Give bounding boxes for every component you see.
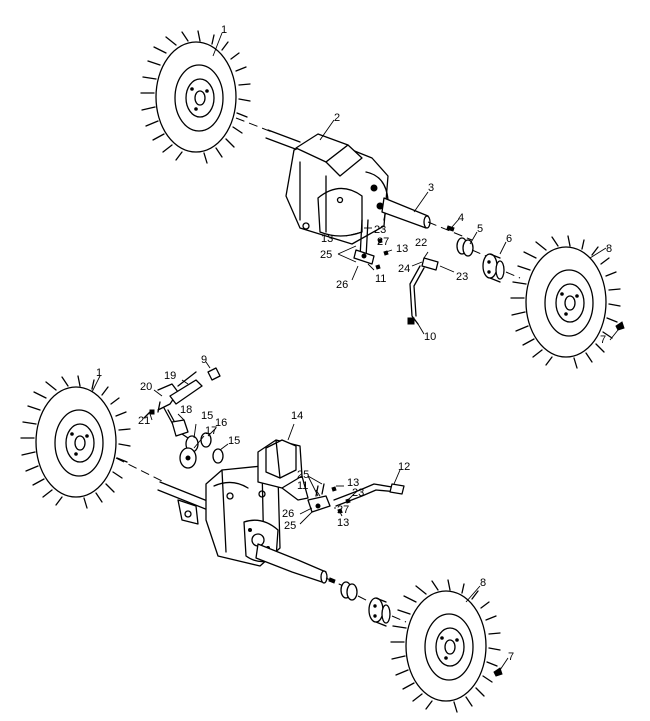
bottom-label-23: 23	[352, 487, 364, 499]
top-label-10: 10	[424, 331, 436, 343]
bottom-label-7: 7	[508, 651, 514, 663]
top-axle-centerline-left	[235, 117, 273, 133]
bottom-washers	[179, 432, 224, 469]
top-label-13a: 13	[321, 233, 333, 245]
bottom-linkage	[143, 367, 221, 439]
bottom-label-12: 12	[398, 461, 410, 473]
bottom-label-11: 11	[297, 480, 308, 492]
top-label-4: 4	[458, 212, 464, 224]
bottom-key	[328, 577, 336, 584]
bottom-shift-fork	[307, 483, 351, 514]
bottom-label-9: 9	[201, 354, 207, 366]
bottom-label-25b: 25	[284, 520, 296, 532]
bottom-spacer	[340, 581, 358, 601]
top-label-26: 26	[336, 279, 348, 291]
top-label-11: 11	[375, 273, 386, 285]
top-label-6: 6	[506, 233, 512, 245]
top-spacer	[456, 237, 474, 257]
top-shift-lever	[407, 257, 439, 325]
top-left-axle-tube	[265, 129, 301, 151]
bottom-label-26: 26	[282, 508, 294, 520]
bottom-label-16: 16	[215, 417, 227, 429]
top-label-22: 22	[415, 237, 427, 249]
top-wheel-hub	[482, 253, 505, 283]
bottom-wheel-hub	[368, 597, 391, 627]
top-left-wheel	[140, 30, 251, 164]
top-label-23b: 23	[456, 271, 468, 283]
bottom-label-1: 1	[96, 367, 102, 379]
top-wheel-bolt	[615, 321, 625, 331]
top-gearbox-housing	[285, 133, 389, 245]
bottom-label-19: 19	[164, 370, 176, 382]
top-label-24: 24	[398, 263, 410, 275]
top-label-23a: 23	[374, 224, 386, 236]
top-right-wheel	[510, 235, 621, 369]
bottom-label-25a: 25	[297, 469, 309, 481]
top-assembly: 1 2 3 4 5 6 8 7 10 13 23 27 13 25 11 26 …	[140, 24, 625, 369]
top-label-2: 2	[334, 112, 340, 124]
bottom-gearbox-housing	[205, 465, 281, 567]
top-label-27: 27	[377, 236, 389, 248]
top-shift-fork	[353, 219, 389, 270]
top-axle-centerline-right	[427, 221, 473, 241]
bottom-right-wheel	[390, 579, 501, 713]
bottom-label-18: 18	[180, 404, 192, 416]
bottom-label-14: 14	[291, 410, 303, 422]
bottom-label-15a: 15	[201, 410, 213, 422]
bottom-right-axle-shaft	[255, 543, 327, 583]
top-label-25: 25	[320, 249, 332, 261]
bottom-label-13b: 13	[337, 517, 349, 529]
bottom-label-8: 8	[480, 577, 486, 589]
bottom-label-15b: 15	[228, 435, 240, 447]
bottom-left-axle-tube	[157, 481, 211, 525]
bottom-left-wheel	[20, 375, 131, 509]
bottom-upper-housing	[257, 439, 309, 501]
top-label-3: 3	[428, 182, 434, 194]
top-label-1: 1	[221, 24, 227, 36]
bottom-label-20: 20	[140, 381, 152, 393]
top-label-8: 8	[606, 243, 612, 255]
bottom-shift-lever	[333, 483, 405, 507]
top-label-5: 5	[477, 223, 483, 235]
top-label-13b: 13	[396, 243, 408, 255]
top-label-7: 7	[600, 334, 606, 346]
bottom-axle-centerline-left	[115, 457, 165, 483]
top-key	[446, 225, 455, 232]
bottom-assembly: 1 9 19 20 18 21 15 16 17 15 14 25 11 13 …	[20, 354, 514, 713]
bottom-label-21: 21	[138, 415, 150, 427]
bottom-label-27: 27	[337, 504, 349, 516]
bottom-label-13a: 13	[347, 477, 359, 489]
bottom-label-17: 17	[205, 425, 217, 437]
